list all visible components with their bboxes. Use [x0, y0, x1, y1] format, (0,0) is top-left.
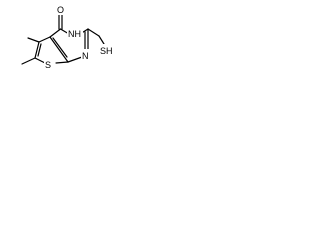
- bond-c6-c5-1: [34, 41, 40, 59]
- bond-c2-ch2: [87, 28, 100, 37]
- bond-c5-methyl: [27, 37, 40, 43]
- bond-n1-c7a: [67, 56, 83, 63]
- bond-c4a-c4: [49, 28, 62, 38]
- bond-c5-c4a: [38, 36, 51, 43]
- atom-sh: SH: [100, 46, 113, 56]
- bond-c6-c5-2: [37, 43, 42, 57]
- bond-s-c6: [34, 57, 46, 64]
- bonds: [21, 14, 105, 65]
- atom-oxygen: O: [57, 5, 64, 15]
- bond-c4a-c7a-1: [49, 36, 69, 63]
- bond-c4a-c7a-2: [52, 37, 68, 58]
- bond-c6-methyl: [21, 57, 36, 65]
- atom-nh: NH: [68, 29, 81, 39]
- bond-ch2-sh: [98, 35, 105, 45]
- atom-labels: O NH N S SH: [44, 3, 119, 70]
- molecule-structure: O NH N S SH: [21, 3, 119, 70]
- atom-sulfur-ring: S: [45, 60, 51, 70]
- atom-n: N: [82, 51, 89, 61]
- bond-c7a-s: [55, 61, 69, 64]
